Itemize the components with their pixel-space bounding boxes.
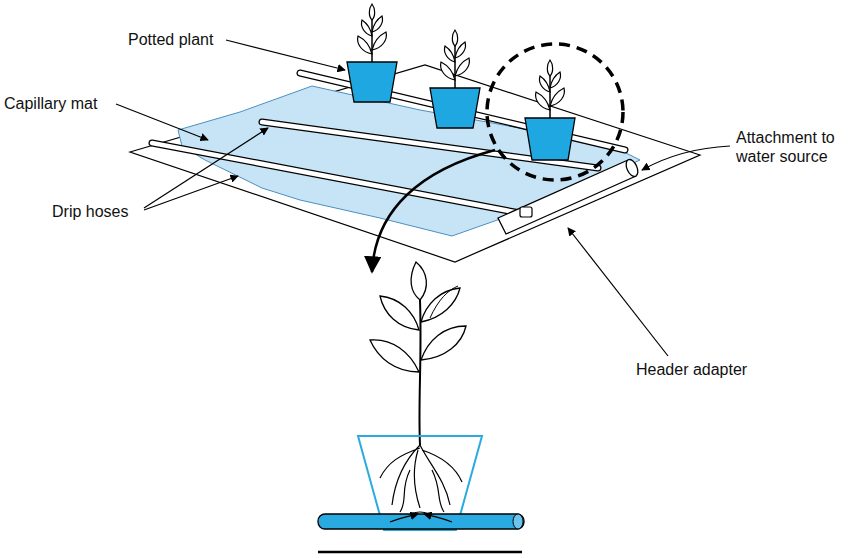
- header-adapter: [520, 207, 532, 217]
- highlight-circle: [487, 44, 623, 180]
- bench-sheet: [130, 65, 700, 262]
- part-label: Drip hoses: [52, 202, 128, 221]
- detail-hose: [318, 514, 524, 552]
- detail-plant: [358, 262, 482, 530]
- part-label: Potted plant: [128, 30, 213, 49]
- part-label: Attachment to water source: [736, 128, 844, 166]
- part-label: Capillary mat: [4, 94, 97, 113]
- leader-lines: [116, 40, 730, 356]
- part-label: Header adapter: [636, 360, 747, 379]
- potted-plants: [347, 4, 575, 160]
- detail-arrow: [372, 150, 495, 272]
